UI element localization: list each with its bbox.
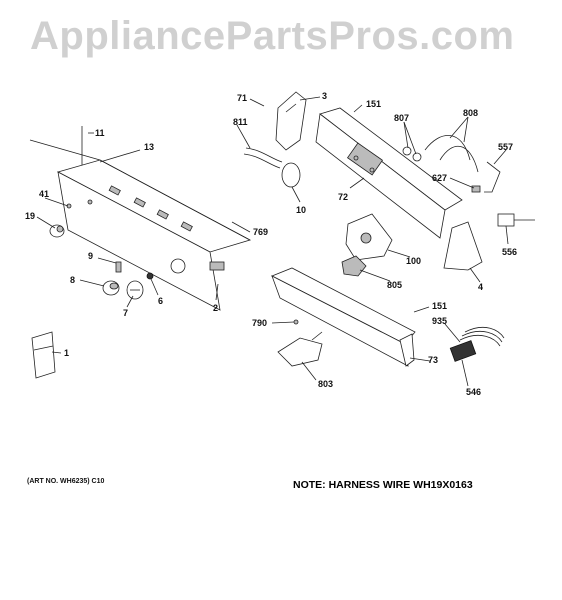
- callout-935: 935: [432, 316, 448, 326]
- callout-2: 2: [213, 303, 219, 313]
- callout-805: 805: [387, 280, 403, 290]
- callout-556: 556: [502, 247, 518, 257]
- callout-3: 3: [322, 91, 328, 101]
- dial-7-part: [126, 280, 144, 300]
- art-number: (ART NO. WH6235) C10: [27, 478, 105, 485]
- valve-hose-808-part: [402, 135, 479, 173]
- knob-19-part: [49, 224, 65, 238]
- callout-7: 7: [123, 308, 129, 318]
- control-panel-part: [29, 126, 252, 311]
- knob-8-part: [102, 280, 120, 296]
- callout-151-bottom: 151: [432, 301, 448, 311]
- pump-803-part: [277, 331, 323, 367]
- callout-9: 9: [88, 251, 94, 261]
- switch-10-part: [281, 162, 301, 188]
- callout-807: 807: [394, 113, 410, 123]
- callout-6: 6: [158, 296, 164, 306]
- callout-19: 19: [25, 211, 36, 221]
- callout-8: 8: [70, 275, 76, 285]
- clip-790-part: [293, 319, 299, 325]
- wire-harness-546-part: [449, 326, 505, 362]
- thermistor-557-part: [484, 161, 501, 193]
- back-panel-73-part: [271, 267, 416, 367]
- end-cap-4-part: [443, 221, 483, 271]
- connector-627-part: [471, 185, 481, 193]
- switch-556-part: [497, 213, 535, 227]
- literature-packet-part: [31, 331, 56, 379]
- callout-4: 4: [478, 282, 484, 292]
- callout-790: 790: [252, 318, 268, 328]
- hose-811-edge: [243, 153, 281, 169]
- backsplash-part: [315, 107, 463, 239]
- hose-811-part: [245, 147, 283, 163]
- callout-10: 10: [296, 205, 307, 215]
- callout-557: 557: [498, 142, 514, 152]
- callout-73: 73: [428, 355, 439, 365]
- control-housing-100-part: [345, 213, 393, 261]
- callout-803: 803: [318, 379, 334, 389]
- callout-13: 13: [144, 142, 155, 152]
- spring-6-part: [146, 272, 154, 280]
- leader-lines: [36, 96, 509, 387]
- bracket-3-part: [275, 91, 307, 151]
- callout-72: 72: [338, 192, 349, 202]
- harness-note: NOTE: HARNESS WIRE WH19X0163: [293, 479, 473, 491]
- clip-9-part: [115, 261, 122, 273]
- callout-71: 71: [237, 93, 248, 103]
- callout-769: 769: [253, 227, 269, 237]
- callout-808: 808: [463, 108, 479, 118]
- callout-627: 627: [432, 173, 448, 183]
- callout-11: 11: [95, 128, 105, 138]
- callout-1: 1: [64, 348, 70, 358]
- callout-100: 100: [406, 256, 422, 266]
- callout-41: 41: [39, 189, 50, 199]
- callout-151-top: 151: [366, 99, 382, 109]
- callout-546: 546: [466, 387, 482, 397]
- watermark-logo: AppliancePartsPros.com: [30, 14, 515, 58]
- callout-811: 811: [233, 117, 248, 127]
